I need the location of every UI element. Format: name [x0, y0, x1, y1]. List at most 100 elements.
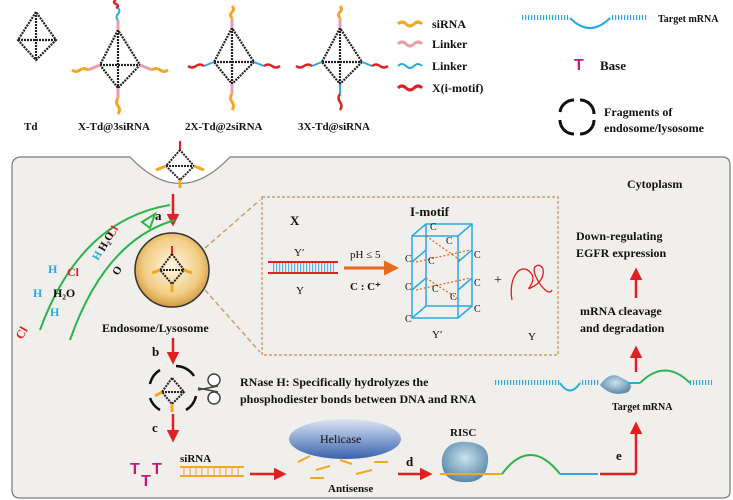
scissors-icon [197, 373, 221, 405]
sirna-strand [115, 97, 121, 115]
label-x-td-3sirna: X-Td@3siRNA [78, 121, 150, 133]
risc-protein [441, 441, 489, 483]
down-line-1: Down-regulating [576, 229, 662, 243]
imotif-strand [187, 63, 205, 69]
sirna-strand [337, 4, 343, 20]
cytosine-c: C [474, 304, 481, 315]
proton-pump [140, 211, 157, 230]
inset-x-label: X [290, 213, 300, 228]
mrna-ladder [494, 380, 560, 385]
label-2x-td-2sirna: 2X-Td@2siRNA [185, 121, 263, 133]
legend-x-imotif: X(i-motif) [432, 81, 483, 95]
target-loop [501, 454, 561, 475]
inset-cc: C : C⁺ [350, 281, 381, 293]
linker-strand [115, 7, 121, 21]
imotif-strand [112, 0, 120, 10]
cytoplasm-label: Cytoplasm [627, 177, 682, 191]
cleavage-line-1: mRNA cleavage [580, 304, 662, 318]
endosome: Cl H H₂O O H Cl H H₂O H Cl Endosome/Lyso… [12, 204, 210, 342]
mrna-ladder [580, 380, 600, 385]
structure-3x-td-sirna: 3X-Td@siRNA [295, 4, 389, 133]
tetrahedron-icon [164, 148, 196, 182]
ion-cl: Cl [105, 224, 121, 240]
ion-h: H [48, 262, 58, 276]
legend-linker-2: Linker [432, 59, 468, 73]
ion-cl: Cl [67, 265, 80, 279]
free-bases: T T T [130, 461, 162, 490]
cytosine-c: C [450, 292, 457, 303]
legend-target-mrna: Target mRNA [658, 14, 719, 25]
sirna-duplex: siRNA [180, 453, 244, 477]
imotif-legend-swatch [396, 84, 424, 92]
helicase-label: Helicase [320, 432, 361, 446]
fragments-icon [558, 98, 596, 136]
ion-h: H [50, 305, 60, 319]
released-particle [148, 364, 221, 412]
helicase: Helicase Antisense [289, 419, 401, 495]
imotif-cube [411, 223, 473, 319]
label-td: Td [24, 121, 37, 133]
cytosine-c: C [430, 222, 437, 233]
sirna-strand [151, 268, 161, 275]
cytosine-c: C [446, 236, 453, 247]
linker-strand [361, 61, 373, 67]
cytosine-c: C [474, 278, 481, 289]
legend-fragments-2: endosome/lysosome [604, 121, 705, 135]
cytosine-c: C [405, 254, 412, 265]
inset-ph: pH ≤ 5 [350, 249, 381, 261]
helicase-enzyme [289, 419, 401, 459]
target-mrna-complex: Target mRNA [494, 369, 712, 413]
structure-td: Td [16, 10, 58, 133]
tetrahedron-icon [160, 376, 186, 406]
tetrahedron-icon [320, 25, 364, 86]
base-glyph: T [152, 461, 162, 478]
cleavage-line-2: and degradation [580, 321, 665, 335]
sirna-strand [155, 164, 167, 172]
base-glyph: T [574, 57, 584, 74]
step-a: a [155, 208, 162, 223]
inset-plus: + [494, 273, 502, 288]
rnase-line-2: phosphodiester bonds between DNA and RNA [240, 392, 476, 406]
step-b: b [152, 344, 159, 359]
inset-y-prime-bottom: Y′ [432, 329, 442, 341]
cytosine-c: C [405, 314, 412, 325]
sirna-strand [193, 164, 205, 172]
ion-h: H [33, 286, 43, 300]
cytosine-c: C [474, 250, 481, 261]
mrna-ladder [690, 380, 712, 385]
sirna-legend-swatch [396, 20, 424, 28]
antisense-strands [297, 455, 388, 479]
ion-h2o: H₂O [53, 286, 75, 300]
imotif-title: I-motif [410, 204, 450, 219]
step-e: e [616, 448, 622, 463]
linker-strand [311, 61, 323, 67]
tetrahedron-icon [158, 252, 186, 286]
tetrahedron-icon [212, 25, 256, 86]
mrna-loop [559, 382, 581, 392]
legend-sirna: siRNA [432, 17, 466, 31]
sirna-strand [71, 67, 89, 73]
cytosine-c: C [428, 256, 435, 267]
down-line-2: EGFR expression [576, 246, 666, 260]
sirna-strand [229, 93, 235, 111]
sirna-label: siRNA [180, 453, 211, 465]
cc-pair-links [415, 235, 471, 301]
label-3x-td-sirna: 3X-Td@siRNA [298, 121, 370, 133]
linker-legend-swatch [396, 40, 424, 48]
target-mrna-label: Target mRNA [612, 402, 673, 413]
fragments-icon [148, 364, 198, 412]
sirna-strand [229, 4, 235, 20]
step-d: d [406, 454, 414, 469]
linker-strand [87, 63, 101, 72]
risc-bound [600, 375, 631, 394]
cytosine-c: C [432, 284, 439, 295]
mrna-loop [639, 369, 691, 384]
tetrahedron-icon [98, 27, 142, 90]
rnase-line-1: RNase H: Specifically hydrolyzes the [240, 375, 429, 389]
base-glyph: T [141, 473, 151, 490]
legend-base: Base [600, 58, 626, 73]
legend: siRNA Linker Linker X(i-motif) Target mR… [396, 14, 719, 136]
membrane-curve [39, 204, 171, 331]
inset-y: Y [296, 285, 304, 297]
